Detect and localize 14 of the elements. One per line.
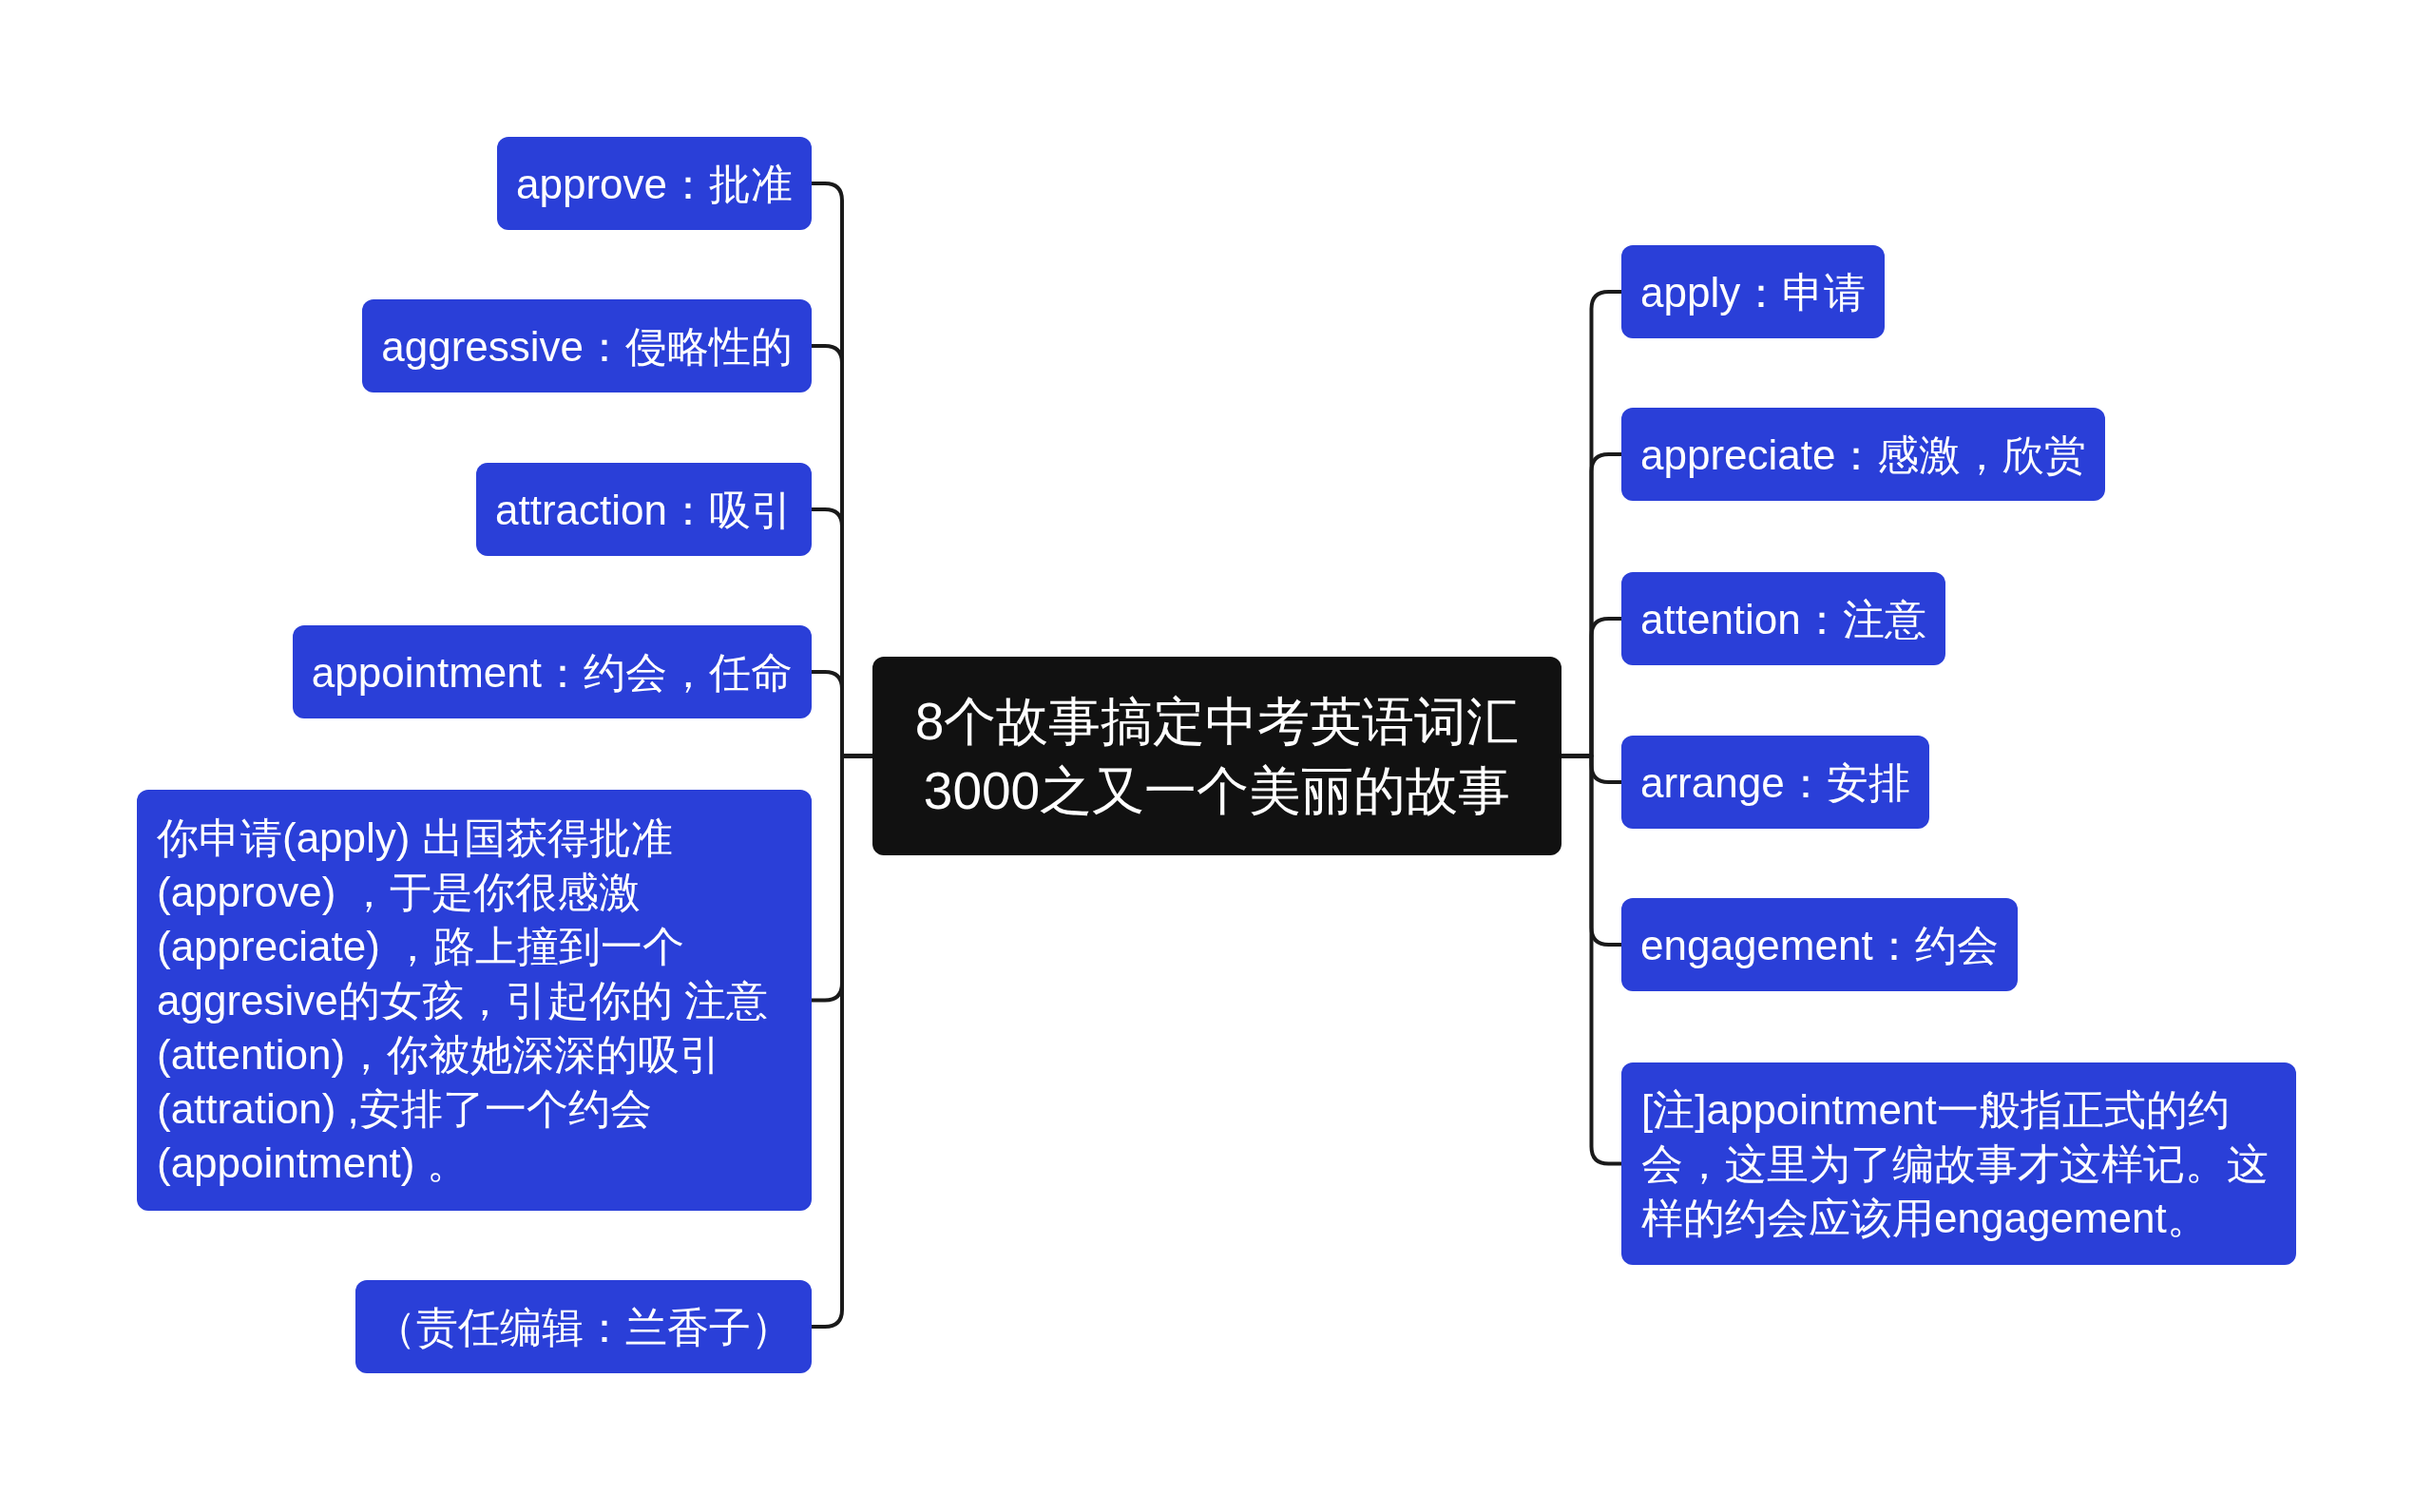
topic-box: attention：注意 [1621, 572, 1945, 665]
topic-box: apply：申请 [1621, 245, 1886, 338]
topic-box: aggressive：侵略性的 [362, 299, 812, 392]
central-topic-box: 8个故事搞定中考英语词汇3000之又一个美丽的故事 [872, 657, 1561, 855]
topic-box: engagement：约会 [1621, 898, 2018, 991]
topic-box: [注]appointment一般指正式的约会，这里为了编故事才这样记。这样的约会应该用engagement。 [1621, 1062, 2296, 1265]
topic-box: appointment：约会，任命 [292, 625, 812, 718]
connector-line [1561, 754, 1621, 1166]
topic-box: attraction：吸引 [476, 463, 812, 556]
topic-box: approve：批准 [497, 137, 812, 230]
topic-box: appreciate：感激，欣赏 [1621, 408, 2106, 501]
topic-box: 你申请(apply) 出国获得批准(approve) ，于是你很感激(appreciate) ，路上撞到一个aggresive的女孩，引起你的 注意(attention)，你被她深深的吸引(attration) ,安排了一个约会(appointment) 。 [137, 790, 812, 1211]
topic-box: arrange：安排 [1621, 736, 1929, 829]
topic-box: （责任编辑：兰香子） [355, 1280, 812, 1373]
